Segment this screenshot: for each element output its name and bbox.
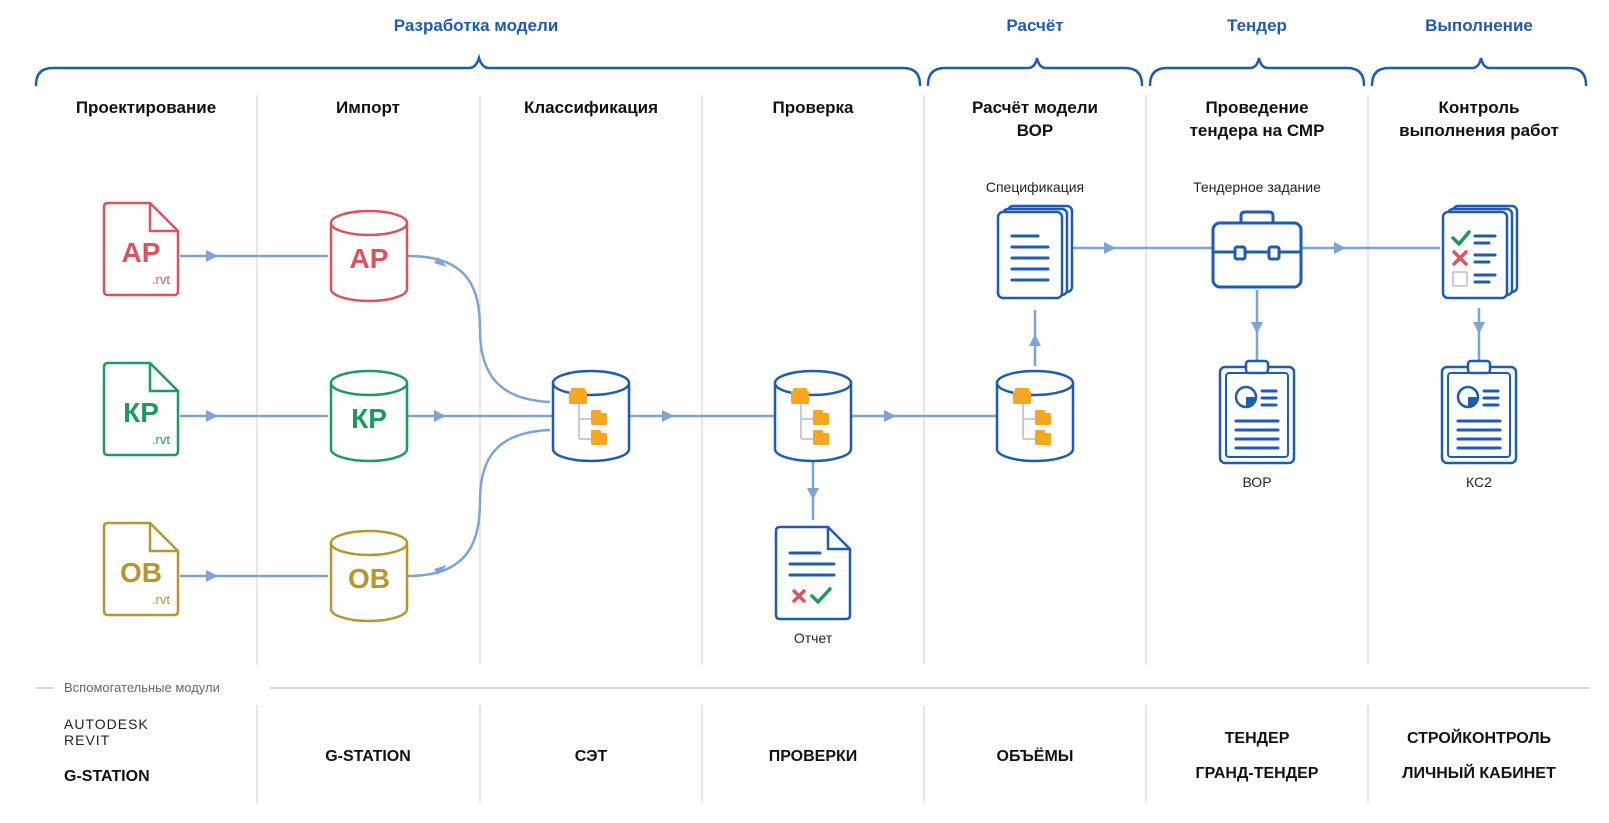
auxiliary-label: Вспомогательные модули [64, 680, 220, 695]
col-title-calc-line1: Расчёт модели [972, 98, 1098, 117]
caption-ks2: КС2 [1466, 474, 1492, 490]
import-db-kr: КР [329, 369, 409, 463]
briefcase-icon [1211, 210, 1303, 289]
caption-specification: Спецификация [986, 179, 1084, 195]
database-icon [329, 223, 409, 303]
caption-report: Отчет [794, 630, 833, 646]
cross-icon [792, 589, 806, 603]
import-db-kr-code: КР [351, 403, 387, 434]
phase-model-development: Разработка модели [394, 16, 559, 35]
brace-calculation [926, 57, 1144, 87]
file-ar-code: АР [122, 237, 161, 268]
import-db-ar: АР [329, 209, 409, 303]
connector-arrows [206, 242, 1485, 582]
module-volumes: ОБЪЁМЫ [997, 747, 1074, 765]
ks2-clipboard [1440, 359, 1518, 465]
col-title-tender-line2: тендера на СМР [1190, 121, 1325, 140]
module-gstation-import: G-STATION [325, 748, 411, 765]
brace-execution [1370, 57, 1588, 87]
col-title-calc-line2: ВОР [1017, 121, 1053, 140]
column-titles: Проектирование Импорт Классификация Пров… [76, 98, 1559, 140]
module-grand-tender: ГРАНД-ТЕНДЕР [1196, 765, 1319, 782]
checklist-stack [1441, 204, 1519, 300]
file-kr-code: КР [123, 397, 159, 428]
phase-execution: Выполнение [1425, 16, 1533, 35]
col-title-tender-line1: Проведение [1205, 98, 1308, 117]
file-ar: АР .rvt [102, 201, 180, 297]
document-stack-icon [996, 210, 1064, 300]
auxiliary-modules: AUTODESK REVIT G-STATION G-STATION СЭТ П… [64, 716, 1556, 785]
module-set: СЭТ [575, 748, 608, 765]
connector-ov-import-to-classification [407, 428, 551, 578]
file-ov-ext: .rvt [152, 592, 170, 607]
file-ov-code: ОВ [120, 557, 162, 588]
phase-braces [34, 53, 1588, 87]
revit-logo-text: REVIT [64, 732, 110, 748]
brace-model-development [34, 53, 922, 87]
import-db-ov: ОВ [329, 529, 409, 623]
file-icon [102, 201, 180, 297]
vor-clipboard [1218, 359, 1296, 465]
document-icon [774, 525, 852, 621]
checked-db [773, 369, 853, 463]
module-gstation-design: G-STATION [64, 768, 150, 785]
module-tender: ТЕНДЕР [1225, 730, 1290, 747]
empty-box-icon [1452, 271, 1468, 287]
module-personal-cabinet: ЛИЧНЫЙ КАБИНЕТ [1402, 763, 1556, 782]
classified-db [551, 369, 631, 463]
import-db-ar-code: АР [350, 243, 389, 274]
report-document [774, 525, 852, 621]
database-icon [329, 383, 409, 463]
caption-tender-task: Тендерное задание [1193, 179, 1321, 195]
col-title-classification: Классификация [524, 98, 658, 117]
connector-ar-import-to-classification [407, 254, 551, 404]
file-icon [102, 521, 180, 617]
col-title-design: Проектирование [76, 98, 216, 117]
col-title-control-line2: выполнения работ [1399, 121, 1559, 140]
file-ar-ext: .rvt [152, 272, 170, 287]
caption-vor: ВОР [1242, 474, 1271, 490]
col-title-check: Проверка [772, 98, 854, 117]
module-stroykontrol: СТРОЙКОНТРОЛЬ [1407, 728, 1551, 747]
module-checks: ПРОВЕРКИ [769, 748, 858, 765]
phase-headers: Разработка модели Расчёт Тендер Выполнен… [394, 16, 1533, 35]
col-title-import: Импорт [336, 98, 400, 117]
check-icon [1451, 230, 1471, 246]
check-icon [810, 587, 832, 604]
file-kr: КР .rvt [102, 361, 180, 457]
file-kr-ext: .rvt [152, 432, 170, 447]
column-dividers [256, 95, 1369, 803]
file-ov: ОВ .rvt [102, 521, 180, 617]
col-title-control-line1: Контроль [1439, 98, 1520, 117]
phase-tender: Тендер [1227, 16, 1287, 35]
cross-icon [1452, 250, 1468, 266]
database-icon [329, 543, 409, 623]
specification-stack [996, 204, 1074, 300]
phase-calculation: Расчёт [1006, 16, 1063, 35]
calc-db [995, 369, 1075, 463]
file-icon [102, 361, 180, 457]
brace-tender [1148, 57, 1366, 87]
import-db-ov-code: ОВ [348, 563, 390, 594]
autodesk-logo-text: AUTODESK [64, 716, 149, 732]
